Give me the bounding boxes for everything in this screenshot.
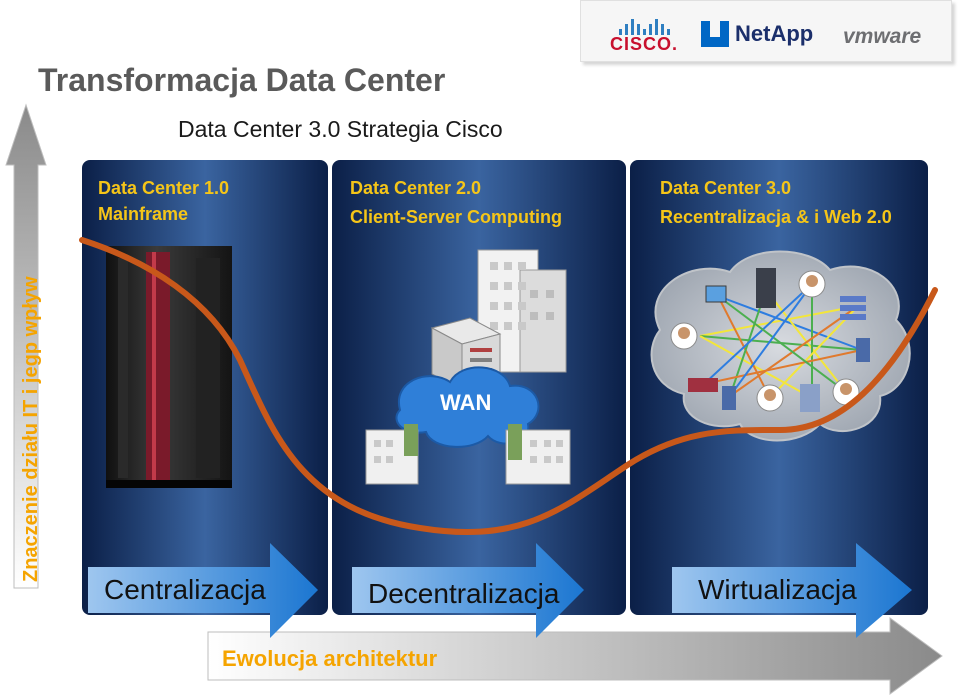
network-node-icons [670, 268, 870, 412]
phase-label-virtualization: Wirtualizacja [698, 574, 857, 605]
horizontal-axis-arrow [207, 617, 943, 695]
phase-label-centralization: Centralizacja [104, 574, 266, 605]
phase-arrow-3 [672, 543, 912, 638]
vertical-axis-label: Znaczenie działu IT i jegp wpływ [20, 276, 42, 582]
branch-building-right-icon [505, 424, 571, 485]
horizontal-axis-label: Ewolucja architektur [222, 646, 438, 671]
partner-logos: CISCO. NetApp vmware [580, 0, 952, 62]
branch-building-left-icon [365, 424, 419, 485]
panel-2-subtitle: Client-Server Computing [350, 207, 563, 227]
panel-3-subtitle: Recentralizacja & i Web 2.0 [660, 207, 892, 227]
phase-arrow-2 [352, 543, 584, 638]
panel-3-title: Data Center 3.0 [660, 178, 792, 198]
it-importance-curve [79, 237, 938, 536]
wan-cloud-icon [395, 366, 540, 448]
cisco-bars-icon [599, 19, 689, 35]
wan-cloud-label: WAN [440, 390, 492, 415]
page-title: Transformacja Data Center [38, 62, 446, 98]
panel-2-title: Data Center 2.0 [350, 178, 482, 198]
netapp-wordmark: NetApp [735, 21, 814, 46]
panel-1-title: Data Center 1.0 [98, 178, 230, 198]
phase-arrow-1 [88, 543, 318, 638]
panel-1-subtitle: Mainframe [98, 204, 189, 224]
cisco-logo: CISCO. [599, 19, 689, 53]
netapp-mark-icon [701, 21, 729, 47]
netapp-logo: NetApp [701, 21, 813, 47]
network-connection-lines [699, 283, 863, 399]
mainframe-server-icon [106, 246, 232, 488]
vmware-logo: vmware [843, 25, 922, 48]
vertical-axis-arrow [5, 103, 47, 589]
page-subtitle: Data Center 3.0 Strategia Cisco [178, 116, 503, 142]
phase-label-decentralization: Decentralizacja [368, 578, 560, 609]
cisco-wordmark: CISCO. [609, 34, 678, 54]
